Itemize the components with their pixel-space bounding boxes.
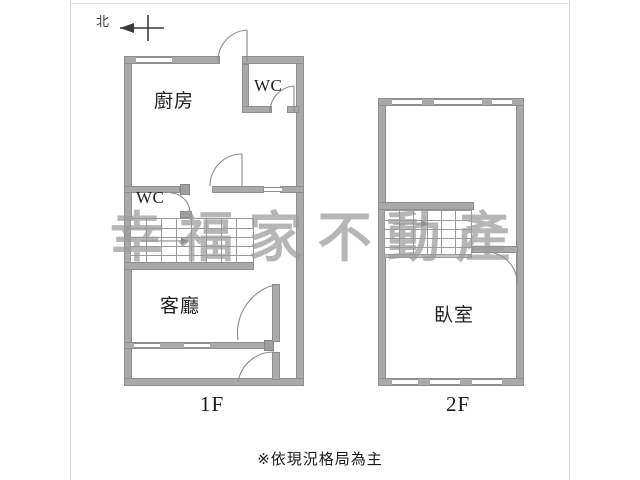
door-1f-right-lower bbox=[236, 350, 276, 384]
stair-tread bbox=[399, 211, 400, 255]
north-arrow: 北 bbox=[96, 12, 168, 44]
stair-direction-arrow-icon bbox=[391, 217, 431, 236]
stair-tread bbox=[385, 247, 471, 248]
room-label-bedroom: 臥室 bbox=[434, 304, 475, 326]
jamb-1f-mid-left bbox=[180, 184, 190, 195]
door-1f-hall bbox=[208, 152, 244, 188]
stair-tread bbox=[131, 255, 253, 256]
staircase-1f bbox=[130, 218, 254, 264]
stair-tread bbox=[206, 219, 207, 263]
door-2f-bedroom bbox=[486, 250, 520, 286]
door-1f-wc-lower bbox=[170, 192, 192, 216]
wall-1f-mid-right bbox=[280, 186, 304, 193]
stair-direction-arrow-icon bbox=[139, 233, 191, 254]
window-2f-top-3 bbox=[492, 99, 512, 105]
floor-plan-1f: WC 廚房 bbox=[124, 29, 304, 386]
wall-1f-right-inner-upper bbox=[272, 284, 280, 342]
window-2f-bottom-3 bbox=[472, 379, 502, 385]
stair-tread bbox=[413, 211, 414, 255]
jamb-1f-lower bbox=[264, 340, 274, 351]
stair-tread bbox=[131, 246, 253, 247]
north-label: 北 bbox=[96, 15, 110, 30]
wall-1f-mid-left bbox=[124, 186, 180, 193]
room-label-kitchen: 廚房 bbox=[154, 90, 195, 112]
stair-tread bbox=[131, 237, 253, 238]
room-label-wc-lower: WC bbox=[136, 188, 165, 207]
stair-tread bbox=[385, 238, 471, 239]
window-2f-top-2 bbox=[434, 99, 482, 105]
stair-tread bbox=[385, 220, 471, 221]
wall-1f-right-inner-lower bbox=[272, 352, 280, 380]
door-1f-top-entry bbox=[216, 28, 250, 64]
stair-tread bbox=[441, 211, 442, 255]
wall-1f-top-left bbox=[124, 56, 220, 64]
door-1f-wc-upper bbox=[268, 83, 296, 113]
staircase-2f bbox=[384, 210, 472, 256]
wall-2f-right bbox=[516, 98, 524, 386]
room-label-living: 客廳 bbox=[160, 295, 201, 317]
wall-1f-top-right bbox=[242, 56, 304, 64]
window-1f-lower-right bbox=[184, 343, 210, 348]
stair-tread bbox=[385, 229, 471, 230]
room-label-wc-upper: WC bbox=[254, 76, 283, 95]
jamb-1f-wc-lower bbox=[180, 211, 192, 218]
wall-1f-mid-center bbox=[212, 186, 264, 193]
footnote-disclaimer: ※依現況格局為主 bbox=[257, 450, 383, 468]
wall-2f-bedroom-partition bbox=[472, 246, 518, 253]
stair-tread bbox=[236, 219, 237, 263]
window-2f-top-1 bbox=[392, 99, 422, 105]
stair-tread bbox=[131, 228, 253, 229]
door-1f-right-upper bbox=[236, 282, 276, 342]
north-arrow-icon bbox=[120, 15, 164, 41]
window-2f-bottom-2 bbox=[430, 379, 460, 385]
window-1f-kitchen-top bbox=[136, 57, 172, 63]
wall-1f-wc-upper-bottom-right bbox=[287, 106, 299, 113]
stair-tread bbox=[427, 211, 428, 255]
wall-1f-stair-beam bbox=[124, 262, 254, 270]
wall-1f-bottom bbox=[124, 378, 304, 386]
watermark-char: 不 bbox=[317, 206, 372, 269]
wall-2f-stair-edge bbox=[384, 254, 472, 258]
stair-tread bbox=[455, 211, 456, 255]
window-1f-mid bbox=[264, 187, 282, 192]
floor-plan-2f: 臥室 bbox=[378, 98, 524, 386]
stair-tread bbox=[191, 219, 192, 263]
wall-2f-stair-beam bbox=[378, 202, 474, 210]
window-2f-bottom-1 bbox=[392, 379, 418, 385]
floor-caption-1f: 1F bbox=[200, 392, 225, 416]
wall-1f-wc-upper-left bbox=[242, 64, 249, 112]
floor-caption-2f: 2F bbox=[446, 392, 471, 416]
stair-tread bbox=[221, 219, 222, 263]
wall-1f-wc-upper-bottom-left bbox=[242, 106, 272, 113]
window-1f-lower-left bbox=[134, 343, 160, 348]
page-frame-top-line bbox=[70, 3, 570, 4]
